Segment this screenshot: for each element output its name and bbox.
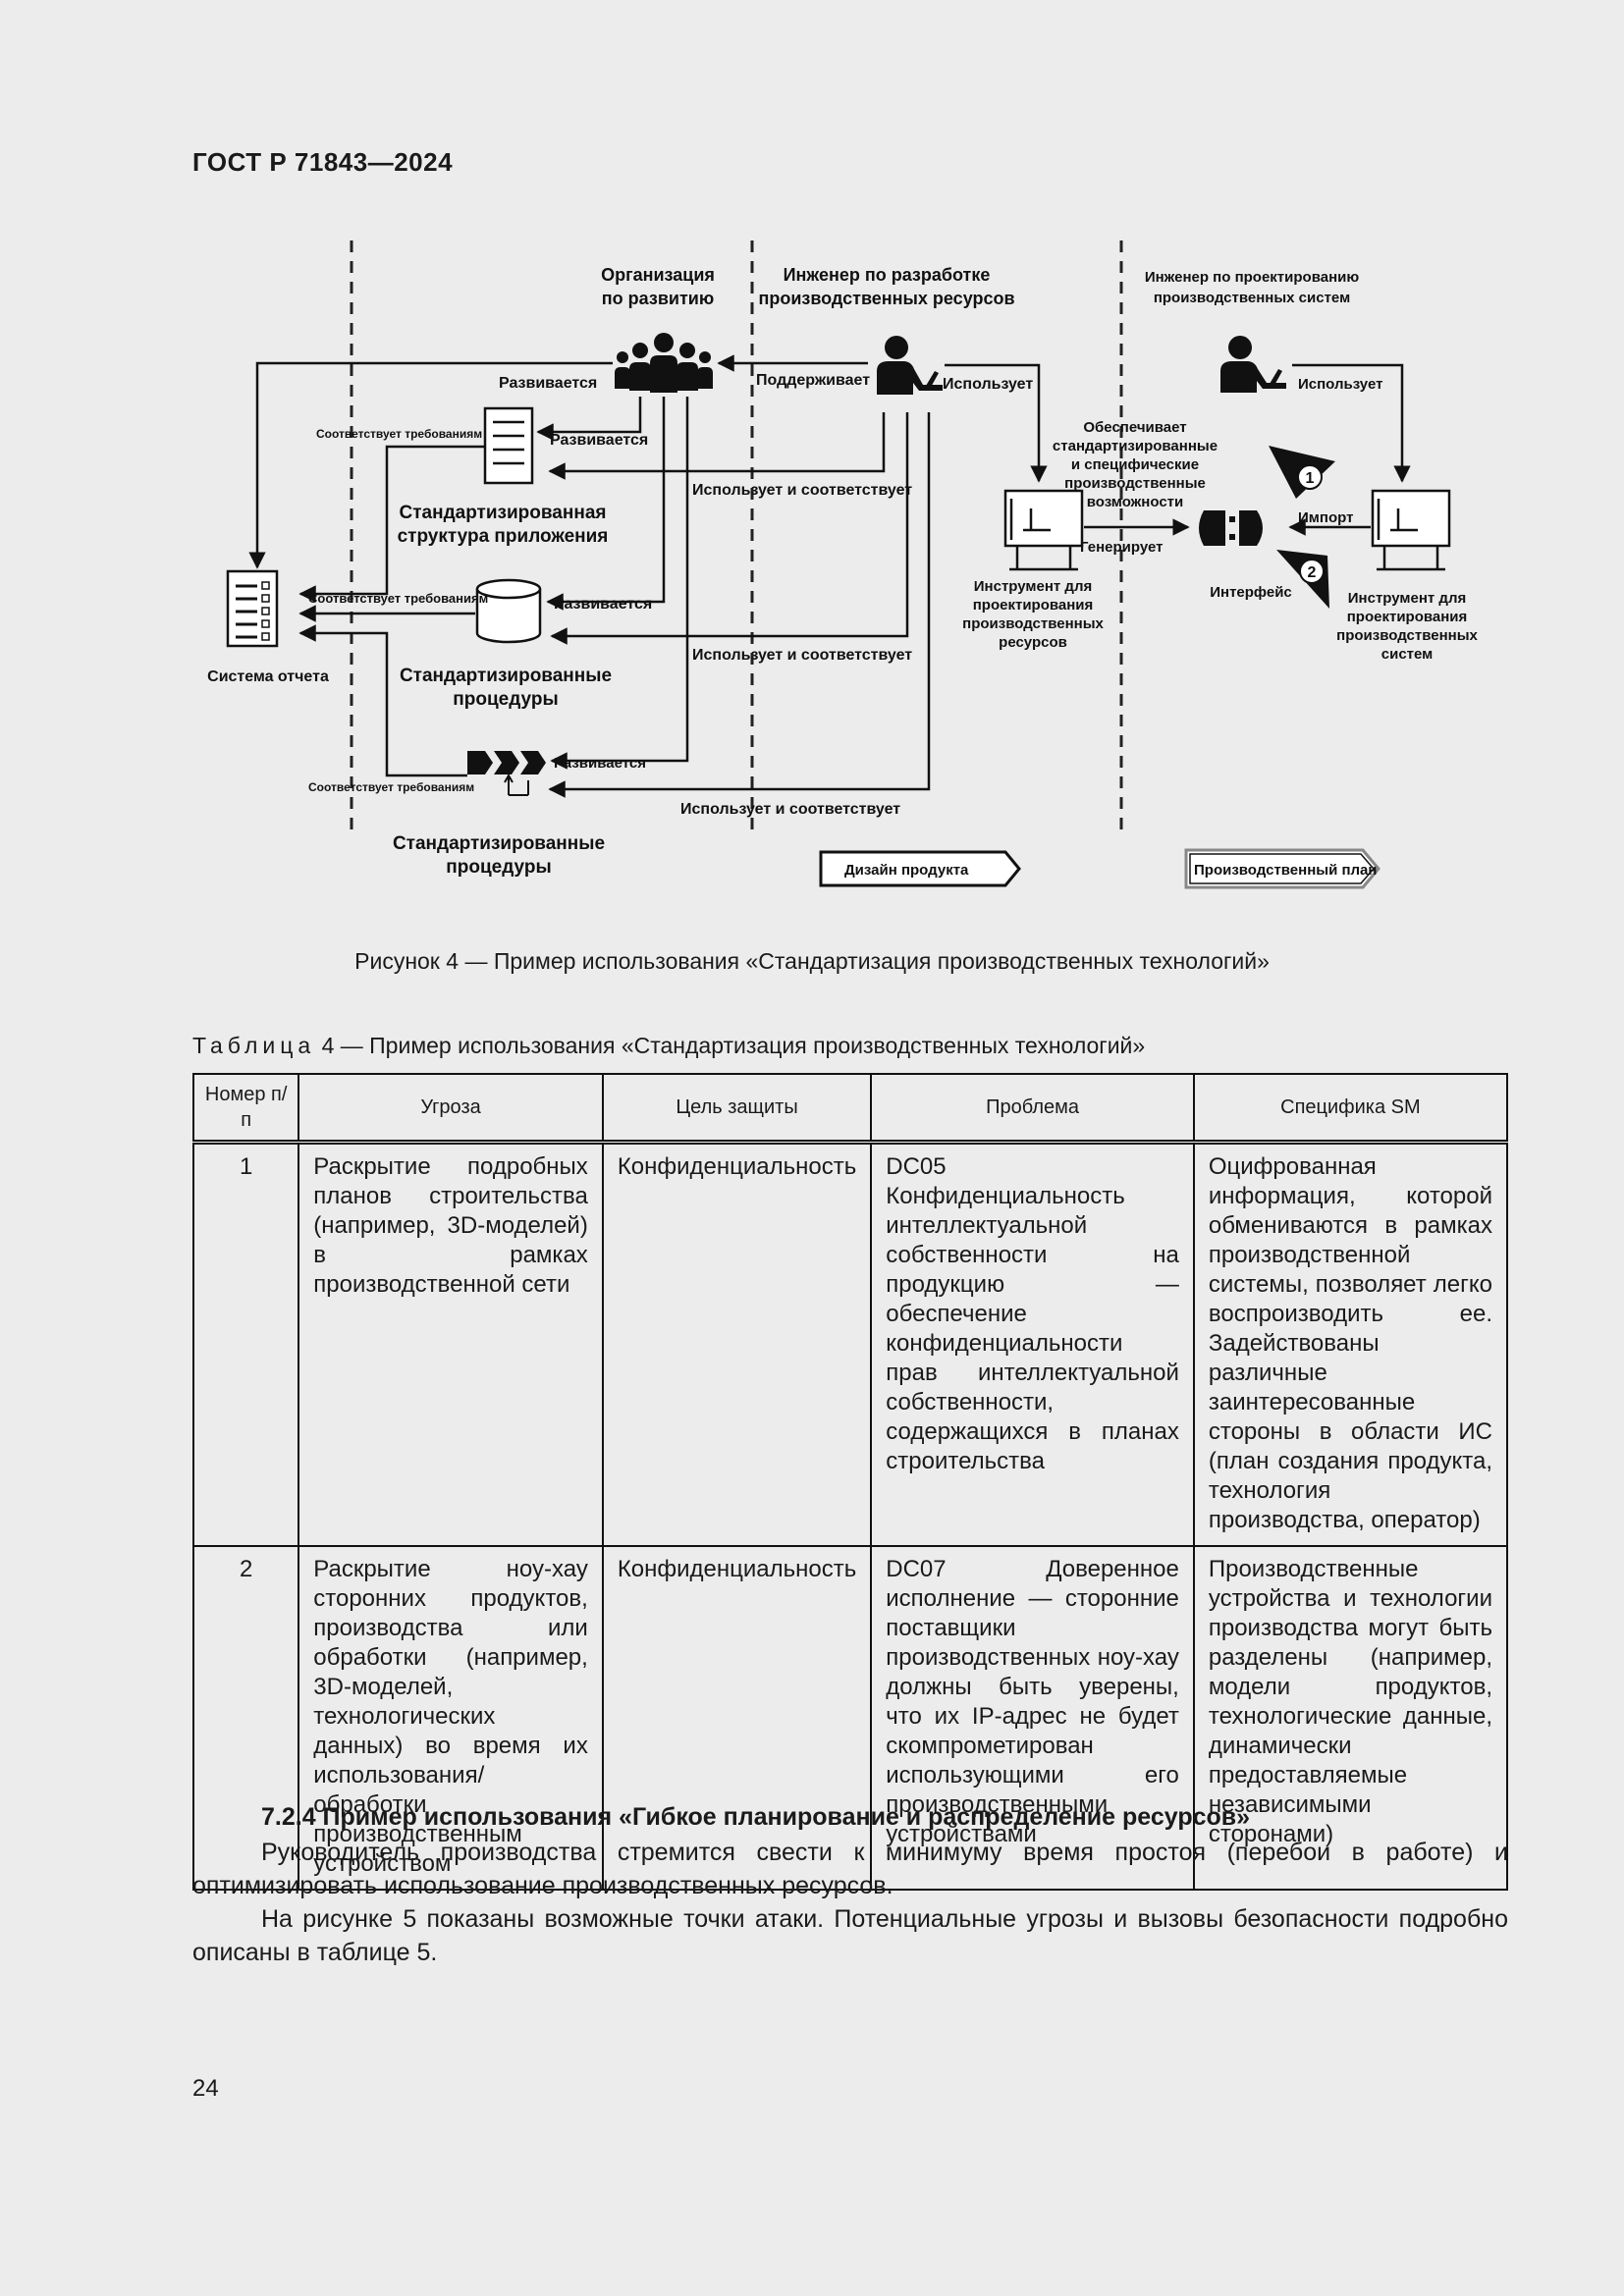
phase-design-product: Дизайн продукта — [819, 850, 1021, 887]
people-group-icon — [615, 333, 713, 393]
section-title: 7.2.4 Пример использования «Гибкое плани… — [261, 1803, 1251, 1831]
cell-number: 2 — [191, 1545, 300, 1891]
label-develops-4: Развивается — [554, 755, 646, 772]
label-report-system: Система отчета — [207, 668, 329, 685]
table-header-row: Номер п/п Угроза Цель защиты Проблема Сп… — [191, 1073, 1509, 1145]
label-generates: Генерирует — [1080, 539, 1163, 556]
table-row: 1 Раскрытие подробных планов строительст… — [191, 1141, 1509, 1547]
label-supports: Поддерживает — [756, 372, 870, 389]
threats-table: Номер п/п Угроза Цель защиты Проблема Сп… — [191, 1073, 1509, 1891]
document-icon — [483, 406, 534, 485]
label-complies-1: Соответствует требованиям — [316, 427, 482, 441]
table-row: 2 Раскрытие ноу-хау сторонних продуктов,… — [191, 1545, 1509, 1891]
label-uses-complies-3: Использует и соответствует — [680, 801, 900, 818]
label-develops-3: Развивается — [554, 596, 652, 613]
engineer-icon-resources — [877, 336, 943, 395]
label-uses-complies-1: Использует и соответствует — [692, 482, 912, 499]
table-caption-prefix: Таблица — [192, 1033, 316, 1058]
cell-goal: Конфиденциальность — [601, 1141, 873, 1547]
label-import: Импорт — [1298, 509, 1353, 526]
design-tool-icon-systems — [1371, 489, 1451, 571]
label-complies-3: Соответствует требованиям — [308, 780, 474, 794]
header-goal: Цель защиты — [601, 1073, 873, 1145]
cell-sm-specific: Оцифрованная информация, которой обменив… — [1192, 1141, 1509, 1547]
cell-number: 1 — [191, 1141, 300, 1547]
header-problem: Проблема — [870, 1073, 1195, 1145]
cell-sm-specific: Производственные устройства и технологии… — [1192, 1545, 1509, 1891]
label-develops-top: Развивается — [499, 375, 597, 392]
cell-threat: Раскрытие подробных планов строительства… — [298, 1141, 604, 1547]
label-interface: Интерфейс — [1210, 584, 1292, 601]
table-caption-text: 4 — Пример использования «Стандартизация… — [315, 1033, 1146, 1058]
process-loop-icon — [508, 777, 529, 796]
process-chevrons-icon — [467, 751, 546, 774]
label-develops-2: Развивается — [550, 432, 648, 449]
attack-marker-2: 2 — [1276, 550, 1329, 609]
label-uses-2: Использует — [1298, 376, 1382, 393]
lane-dividers — [350, 240, 1123, 829]
page-number: 24 — [192, 2075, 219, 2102]
label-complies-2: Соответствует требованиям — [308, 591, 488, 606]
database-icon — [475, 578, 542, 644]
phase-production-plan: Производственный план — [1184, 848, 1380, 889]
cell-problem: DC05 Конфиденциальность интеллектуальной… — [870, 1141, 1195, 1547]
label-uses-1: Использует — [943, 376, 1033, 393]
table-caption: Таблица 4 — Пример использования «Станда… — [192, 1033, 1145, 1059]
cell-goal: Конфиденциальность — [601, 1545, 873, 1891]
section-7-2-4: 7.2.4 Пример использования «Гибкое плани… — [192, 1800, 1508, 1969]
report-system-icon — [226, 569, 279, 648]
interface-plug-icon — [1199, 510, 1263, 546]
header-sm-specific: Специфика SM — [1192, 1073, 1509, 1145]
attack-marker-1: 1 — [1269, 446, 1335, 499]
design-tool-icon-resources — [1003, 489, 1084, 571]
header-threat: Угроза — [298, 1073, 604, 1145]
label-uses-complies-2: Использует и соответствует — [692, 647, 912, 664]
svg-text:Производственный план: Производственный план — [1194, 862, 1377, 879]
section-paragraph-1: Руководитель производства стремится свес… — [192, 1839, 1508, 1899]
document-header: ГОСТ Р 71843—2024 — [192, 147, 454, 177]
svg-text:Дизайн продукта: Дизайн продукта — [844, 862, 969, 879]
cell-problem: DC07 Доверенное исполнение — сторонние п… — [870, 1545, 1195, 1891]
section-paragraph-2: На рисунке 5 показаны возможные точки ат… — [192, 1905, 1508, 1966]
figure-caption: Рисунок 4 — Пример использования «Станда… — [354, 948, 1270, 974]
svg-text:2: 2 — [1308, 564, 1317, 581]
svg-text:1: 1 — [1306, 470, 1315, 487]
engineer-icon-systems — [1220, 336, 1286, 393]
cell-threat: Раскрытие ноу-хау сторонних продуктов, п… — [298, 1545, 604, 1891]
connector-arrows — [248, 354, 1411, 798]
header-number: Номер п/п — [191, 1073, 300, 1145]
